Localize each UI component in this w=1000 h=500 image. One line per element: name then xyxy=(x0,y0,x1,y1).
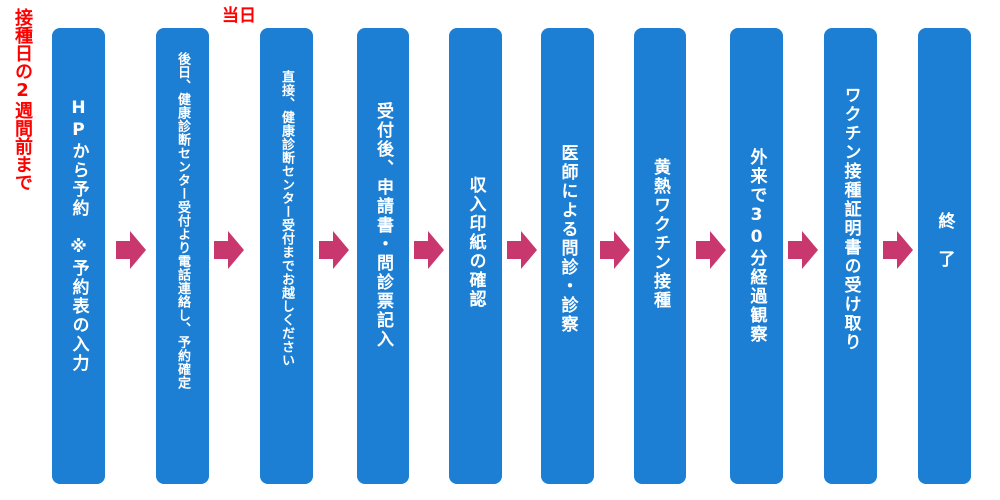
arrow-7-icon xyxy=(696,231,726,269)
arrow-3-icon xyxy=(319,231,349,269)
step-10-end: 終 了 xyxy=(918,28,971,484)
step-1-web-reservation: HPから予約 ※予約表の入力 xyxy=(52,28,105,484)
today-label: 当日 xyxy=(222,6,256,26)
step-4-text: 受付後、申請書・問診票記入 xyxy=(373,102,393,349)
step-9-text: ワクチン接種証明書の受け取り xyxy=(840,86,861,352)
step-8-observation: 外来で30分経過観察 xyxy=(730,28,783,484)
arrow-1-icon xyxy=(116,231,146,269)
step-4-fill-forms: 受付後、申請書・問診票記入 xyxy=(357,28,409,484)
step-1-text: HPから予約 ※予約表の入力 xyxy=(68,98,89,373)
step-2-text: 後日、健康診断センター受付より電話連絡し、予約確定 xyxy=(175,52,190,390)
step-7-yellow-fever-vaccination: 黄熱ワクチン接種 xyxy=(634,28,686,484)
step-10-text: 終 了 xyxy=(934,212,955,269)
arrow-2-icon xyxy=(214,231,244,269)
arrow-4-icon xyxy=(414,231,444,269)
arrow-9-icon xyxy=(883,231,913,269)
arrow-8-icon xyxy=(788,231,818,269)
step-2-phone-confirmation: 後日、健康診断センター受付より電話連絡し、予約確定 xyxy=(156,28,209,484)
step-5-revenue-stamp-check: 収入印紙の確認 xyxy=(449,28,502,484)
step-5-text: 収入印紙の確認 xyxy=(465,176,486,309)
arrow-5-icon xyxy=(507,231,537,269)
step-8-text: 外来で30分経過観察 xyxy=(746,148,767,344)
step-9-receive-certificate: ワクチン接種証明書の受け取り xyxy=(824,28,877,484)
step-6-text: 医師による問診・診察 xyxy=(557,144,578,334)
step-7-text: 黄熱ワクチン接種 xyxy=(650,158,670,310)
side-note-before-two-weeks: 接種日の2週間前まで xyxy=(12,8,33,191)
step-3-text: 直接、健康診断センター受付までお越しください xyxy=(279,70,294,367)
step-6-doctor-consultation: 医師による問診・診察 xyxy=(541,28,594,484)
arrow-6-icon xyxy=(600,231,630,269)
step-3-visit-reception: 直接、健康診断センター受付までお越しください xyxy=(260,28,313,484)
